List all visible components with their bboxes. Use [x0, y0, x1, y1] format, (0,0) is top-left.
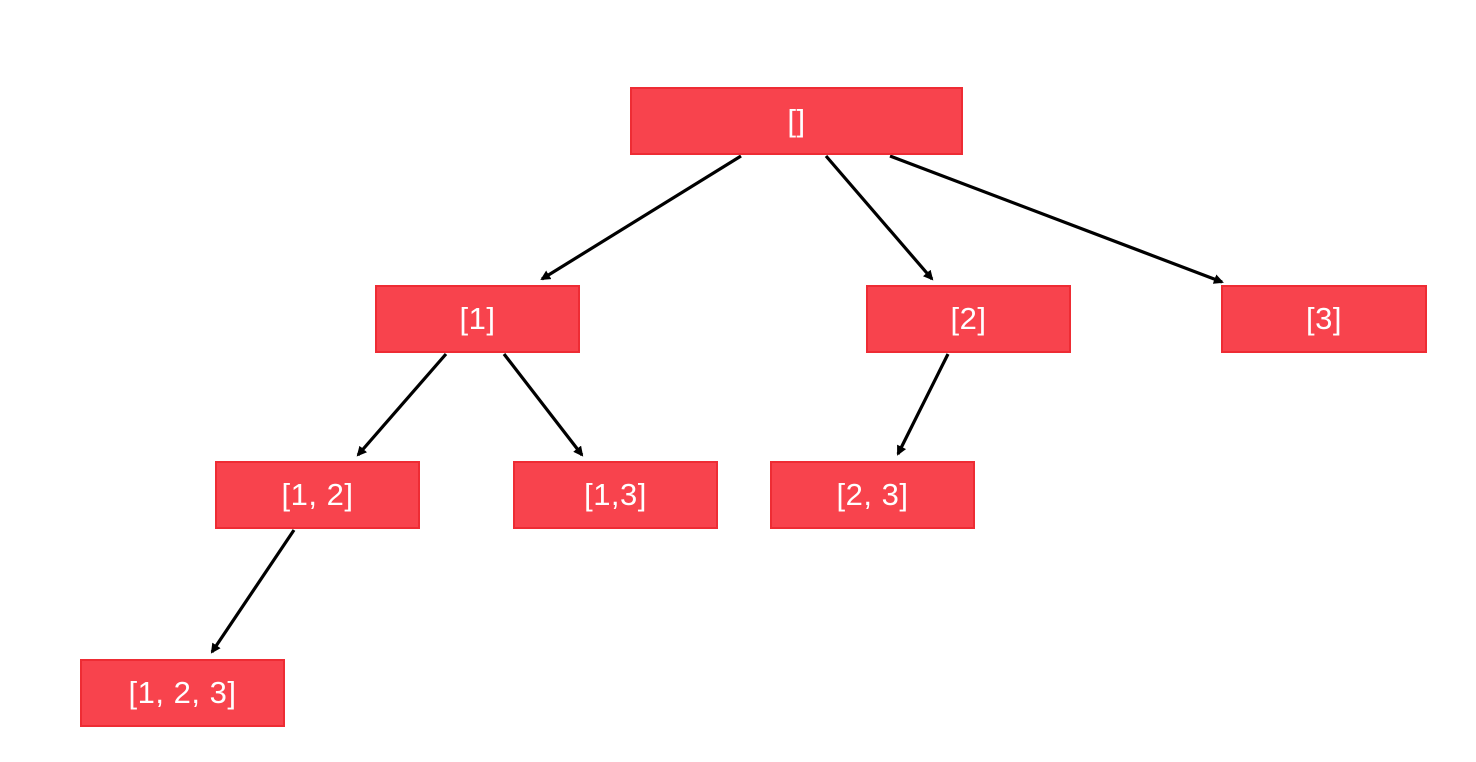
node-subset-2: [2] — [866, 285, 1071, 353]
node-label: [2, 3] — [836, 477, 909, 512]
node-label: [1, 2, 3] — [128, 675, 237, 710]
node-empty-set: [] — [630, 87, 963, 155]
node-subset-2-3: [2, 3] — [770, 461, 975, 529]
edge-1-to-13 — [502, 353, 584, 457]
node-label: [3] — [1306, 301, 1342, 336]
edge-root-to-3 — [889, 154, 1224, 284]
edge-root-to-1 — [540, 154, 742, 281]
node-subset-1-3: [1,3] — [513, 461, 718, 529]
node-label: [1,3] — [584, 477, 647, 512]
node-label: [] — [787, 103, 806, 138]
node-subset-1-2-3: [1, 2, 3] — [80, 659, 285, 727]
node-label: [1, 2] — [281, 477, 354, 512]
node-subset-3: [3] — [1221, 285, 1427, 353]
node-label: [2] — [950, 301, 987, 336]
edge-1-to-12 — [356, 352, 448, 457]
node-label: [1] — [459, 301, 496, 336]
edge-root-to-2 — [824, 154, 934, 281]
edge-12-to-123 — [210, 529, 296, 654]
node-subset-1-2: [1, 2] — [215, 461, 420, 529]
node-subset-1: [1] — [375, 285, 580, 353]
edge-2-to-23 — [896, 353, 950, 456]
